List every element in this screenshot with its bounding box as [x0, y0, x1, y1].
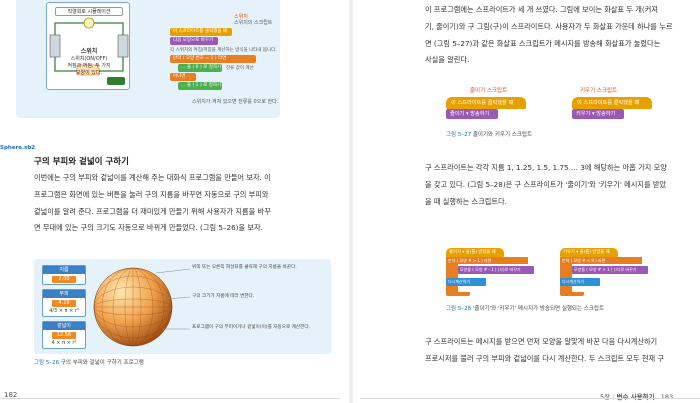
footer-rule [0, 398, 340, 399]
footer-chapter: 5장 [600, 393, 611, 401]
panel-subtitle: 스위치의 스크립트 [234, 20, 273, 26]
circuit-title: 직렬회로 시뮬레이션 [55, 7, 123, 16]
recalc-paragraph: 구 스프라이트는 메시지를 받으면 먼저 모양을 알맞게 바꾼 다음 다시계산하… [425, 334, 693, 368]
script-note: 각 스위치의 켜짐/꺼짐을 계산하는 방식을 나타내 봅니다. [170, 48, 277, 53]
if-block: 만약 ( 모양 # < 9 ) 라면 [560, 257, 642, 264]
arrows-paragraph: 이 프로그램에는 스프라이트가 세 개 쓰였다. 그림에 보이는 화살표 두 개… [425, 2, 693, 69]
circuit-wires-icon [49, 17, 129, 76]
volume-box: 부피 4.19 4/3 × π × r³ [42, 289, 86, 317]
annotation-arrows: 위쪽 또는 오른쪽 화살표를 클릭해 구의 지름을 바꾼다. [192, 265, 297, 270]
switch-costume-block: 모양을 ( 모양 # - 1 ) (으)로 바꾸기 [458, 266, 534, 274]
recalc-block: 다시계산하기 [560, 278, 600, 286]
scratch-set-block: … 을 ( 0 ) 로 정하기 [178, 64, 222, 72]
shrink-script-label: 줄이기 스크립트 [470, 88, 508, 94]
caption-number: 그림 5–28 [446, 306, 472, 312]
footer-rule [360, 398, 700, 399]
panel-caption: 스위치가 켜져 있으면 전류를 0으로 한다. [192, 99, 279, 105]
caption-number: 그림 5–26 [34, 360, 60, 366]
paragraph-line: 기, 줄이기)와 구 그림(구)이 스프라이트다. 사용자가 두 화살표 가운데… [425, 21, 673, 31]
annotation-leaders-icon [155, 268, 191, 330]
paragraph-line: 사실을 알린다. [425, 55, 470, 65]
switch-script-panel: 스위치 스위치의 스크립트 이 스프라이트를 클릭했을 때 다음 모양으로 바꾸… [170, 14, 280, 110]
circuit-text-line: 스위치(ON/OFF) [70, 56, 108, 62]
switch-costume-block: 모양을 ( 모양 # + 1 ) (으)로 바꾸기 [572, 266, 648, 274]
area-label: 겉넓이 [43, 322, 85, 330]
paragraph-line: 구 스프라이트는 각각 지름 1, 1.25, 1.5, 1.75 … 3에 해… [425, 163, 667, 172]
if-block: 만약 ( 모양 # > 1 ) 라면 [446, 257, 528, 264]
shrink-receive-script: 줄이기 ▾ 을(를) 받았을 때 만약 ( 모양 # > 1 ) 라면 모양을 … [446, 248, 536, 296]
circuit-text-line: 켜짐과 꺼짐, 두 가지 [67, 63, 111, 69]
circuit-switch-button[interactable] [107, 77, 125, 85]
area-formula: 4 × π × r² [51, 340, 77, 346]
section-title: 구의 부피와 겉넓이 구하기 [34, 157, 129, 167]
sphere-controls: 지름 2.00 부피 4.19 4/3 × π × r³ 겉넓이 12.56 4… [42, 265, 86, 349]
intro-paragraph: 이번에는 구의 부피와 겉넓이를 계산해 주는 대화식 프로그램을 만들어 보자… [34, 170, 344, 237]
volume-label: 부피 [43, 290, 85, 298]
grow-receive-script: 키우기 ▾ 을(를) 받았을 때 만약 ( 모양 # < 9 ) 라면 모양을 … [560, 248, 650, 296]
panel-title-text: 스위치 [234, 14, 248, 20]
caption-number: 그림 5–27 [446, 132, 472, 138]
grow-event-block: 이 스프라이트를 클릭했을 때 [572, 97, 652, 109]
if-block-end [446, 292, 470, 296]
circuit-figure: 직렬회로 시뮬레이션 스위치 스위치(ON/OFF) 켜짐과 꺼짐, 두 가지 … [16, 0, 280, 118]
diameter-box: 지름 2.00 [42, 265, 86, 285]
caption-text: '줄이기'와 '키우기' 메시지가 방송되면 실행되는 스크립트 [472, 306, 605, 312]
paragraph-line: 면 무대에 있는 구의 크기도 자동으로 바뀌게 만들었다. (그림 5–26)… [34, 223, 263, 233]
paragraph-line: 이번에는 구의 부피와 겉넓이를 계산해 주는 대화식 프로그램을 만들어 보자… [34, 173, 271, 182]
paragraph-line: 을 때 실행하는 스크립트다. [425, 196, 507, 206]
circuit-description: 스위치 스위치(ON/OFF) 켜짐과 꺼짐, 두 가지 모양이 있다. [65, 48, 113, 77]
running-footer: 5장 | 변수 사용하기 183 [600, 393, 674, 401]
shrink-broadcast-block: 줄이기 ▾ 방송하기 [446, 109, 498, 119]
circuit-text-title: 스위치 [80, 48, 98, 55]
receive-hat-block: 키우기 ▾ 을(를) 받았을 때 [560, 248, 618, 257]
annotation-calc: 프로그램이 구의 부피이거나 겉넓이(이)를 자동으로 계산한다. [192, 325, 311, 330]
paragraph-line: 프로시저를 불러 구의 부피와 겉넓이를 다시 계산한다. 두 스크립트 모두 … [425, 353, 665, 363]
caption-text: 줄이기와 키우기 스크립트 [472, 132, 533, 138]
figure-caption-5-27: 그림 5–27 줄이기와 키우기 스크립트 [446, 130, 532, 138]
annotation-sphere: 구의 크기가 지름에 따라 변한다. [192, 294, 255, 299]
grow-broadcast-block: 키우기 ▾ 방송하기 [572, 109, 624, 119]
paragraph-line: 을 갖고 있다. (그림 5–28)은 구 스프라이트가 '줄이기'와 '키우기… [425, 179, 667, 189]
page-number-right: 183 [660, 393, 674, 401]
volume-value: 4.19 [52, 300, 76, 307]
scratch-event-block: 이 스프라이트를 클릭했을 때 [170, 28, 232, 36]
paragraph-line: 면 (그림 5–27)과 같은 화살표 스크립트가 메시지를 방송해 화살표가 … [425, 38, 661, 48]
shrink-event-block: 이 스프라이트를 클릭했을 때 [446, 97, 526, 109]
diameter-value: 2.00 [52, 276, 76, 283]
sphere-icon[interactable] [92, 266, 174, 348]
scratch-if-block: 만약 ( 모양 번호 = 1 ) 라면 [170, 55, 256, 63]
paragraph-line: 프로그램은 화면에 있는 버튼을 눌러 구의 지름을 바꾸면 자동으로 구의 부… [34, 189, 269, 199]
paragraph-line: 이 프로그램에는 스프라이트가 세 개 쓰였다. 그림에 보이는 화살표 두 개… [425, 5, 658, 14]
script-note: 전류 값이 계산 [226, 66, 254, 71]
book-gutter [348, 0, 354, 403]
paragraph-line: 구 스프라이트는 메시지를 받으면 먼저 모양을 알맞게 바꾼 다음 다시계산하… [425, 337, 658, 346]
circuit-text-line: 모양이 있다. [75, 70, 103, 76]
panel-title: 스위치 스위치의 스크립트 [234, 14, 294, 26]
costume-paragraph: 구 스프라이트는 각각 지름 1, 1.25, 1.5, 1.75 … 3에 해… [425, 160, 693, 210]
area-box: 겉넓이 12.56 4 × π × r² [42, 321, 86, 349]
footer-title: 변수 사용하기 [616, 393, 655, 401]
example-file-tab: Sphere.sb2 [0, 145, 36, 151]
volume-formula: 4/3 × π × r³ [49, 308, 79, 314]
page-number-left: 182 [4, 391, 18, 399]
recalc-block: 다시계산하기 [446, 278, 486, 286]
circuit-simulation: 직렬회로 시뮬레이션 스위치 스위치(ON/OFF) 켜짐과 꺼짐, 두 가지 … [46, 2, 130, 90]
area-value: 12.56 [52, 332, 76, 339]
diameter-label: 지름 [43, 266, 85, 274]
scratch-set-block: … 을 ( 1 ) 로 정하기 [178, 82, 222, 90]
if-block-end [560, 292, 584, 296]
receive-hat-block: 줄이기 ▾ 을(를) 받았을 때 [446, 248, 504, 257]
caption-text: 구의 부피와 겉넓이 구하기 프로그램 [60, 360, 144, 366]
paragraph-line: 겉넓이를 알려 준다. 프로그램을 더 재미있게 만들기 위해 사용자가 지름을… [34, 206, 271, 216]
figure-caption-5-28: 그림 5–28 '줄이기'와 '키우기' 메시지가 방송되면 실행되는 스크립트 [446, 304, 604, 312]
grow-script-label: 키우기 스크립트 [580, 88, 618, 94]
sphere-figure: 지름 2.00 부피 4.19 4/3 × π × r³ 겉넓이 12.56 4… [34, 259, 331, 354]
figure-caption-5-26: 그림 5–26 구의 부피와 겉넓이 구하기 프로그램 [34, 358, 144, 366]
scratch-looks-block: 다음 모양으로 바꾸기 [170, 37, 218, 45]
scratch-else-block: 아니면 [170, 73, 196, 81]
